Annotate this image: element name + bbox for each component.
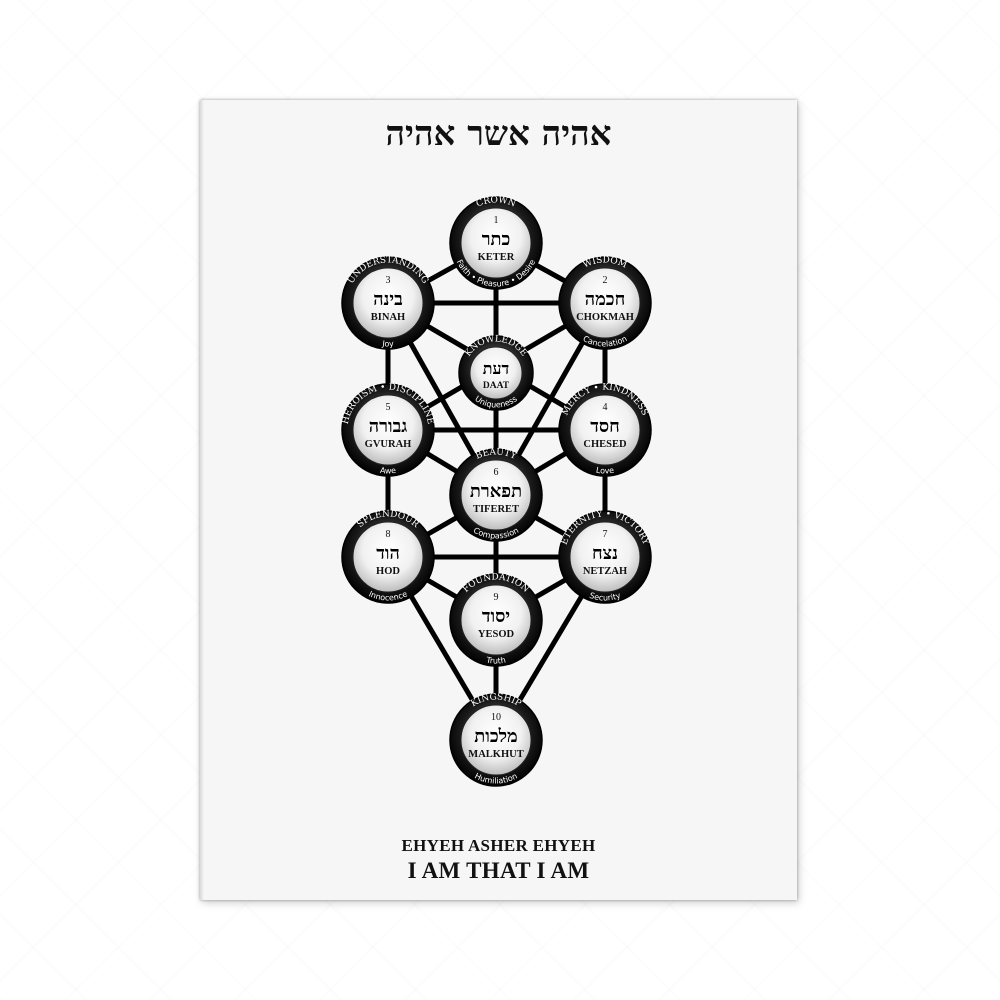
sefira-name: KETER xyxy=(478,252,515,263)
sefira-disc xyxy=(469,346,523,400)
sefira-disc xyxy=(352,394,424,466)
sefira-hebrew: דעת xyxy=(483,359,510,378)
sefira-hebrew: יסוד xyxy=(482,606,510,627)
sefira-disc xyxy=(460,584,532,656)
sefira-disc xyxy=(460,207,532,279)
sefira-name: YESOD xyxy=(478,629,515,640)
sefira-name: BINAH xyxy=(371,312,405,323)
sefira-top-label: WISDOM xyxy=(582,255,629,270)
sefira-disc xyxy=(569,394,641,466)
sefira-hebrew: מלכות xyxy=(474,726,517,747)
sefira-number: 6 xyxy=(494,467,499,478)
sefira-bottom-label: Joy xyxy=(381,339,394,349)
sefira-bottom-label: Love xyxy=(595,466,614,476)
sefira-number: 5 xyxy=(386,402,391,413)
sefira-disc xyxy=(352,267,424,339)
sefira-hebrew: חכמה xyxy=(585,289,625,310)
sefira-bottom-label: Awe xyxy=(380,466,397,476)
sefira-bottom-label: Humiliation xyxy=(473,771,519,785)
sefira-hebrew: הוד xyxy=(376,543,400,564)
sefira-hebrew: חסד xyxy=(590,416,620,437)
sefira-number: 3 xyxy=(386,275,391,286)
sefira-name: TIFERET xyxy=(473,504,519,515)
sefira-number: 7 xyxy=(603,529,608,540)
poster-edge xyxy=(200,100,204,900)
sefira-top-label: BEAUTY xyxy=(474,447,518,462)
sefira-disc xyxy=(460,459,532,531)
sefira-chokmah: WISDOM Cancelation 2 חכמה CHOKMAH xyxy=(558,255,652,350)
sefira-hebrew: נצח xyxy=(592,543,618,564)
sefira-number: 10 xyxy=(491,712,501,723)
sefira-hebrew: כתר xyxy=(482,229,511,250)
sefira-name: DAAT xyxy=(483,381,510,391)
sefira-bottom-label: Truth xyxy=(485,655,507,665)
sefira-disc xyxy=(569,521,641,593)
sefira-bottom-label: Innocence xyxy=(367,589,408,602)
sefira-bottom-label: Cancelation xyxy=(581,334,628,348)
sefira-name: MALKHUT xyxy=(468,749,523,760)
sefira-bottom-label: Security xyxy=(588,591,622,603)
sefira-hebrew: בינה xyxy=(373,289,403,310)
sefira-hebrew: גבורה xyxy=(369,416,407,437)
sefira-name: CHOKMAH xyxy=(576,312,634,323)
sefira-number: 2 xyxy=(603,275,608,286)
sefira-disc xyxy=(352,521,424,593)
sefira-number: 1 xyxy=(494,215,499,226)
sefira-hebrew: תפארת xyxy=(470,481,522,502)
sefira-name: CHESED xyxy=(583,439,627,450)
sefira-name: NETZAH xyxy=(583,566,627,577)
hebrew-title: אהיה אשר אהיה xyxy=(385,114,612,154)
sefira-number: 9 xyxy=(494,592,499,603)
sefira-number: 4 xyxy=(603,402,608,413)
sefira-disc xyxy=(460,704,532,776)
sefira-disc xyxy=(569,267,641,339)
sefira-number: 8 xyxy=(386,529,391,540)
sefira-name: GVURAH xyxy=(365,439,412,450)
sefira-top-label: CROWN xyxy=(475,195,517,209)
caption-english: I AM THAT I AM xyxy=(407,858,590,883)
sefira-name: HOD xyxy=(376,566,400,577)
caption-transliteration: EHYEH ASHER EHYEH xyxy=(401,836,596,855)
